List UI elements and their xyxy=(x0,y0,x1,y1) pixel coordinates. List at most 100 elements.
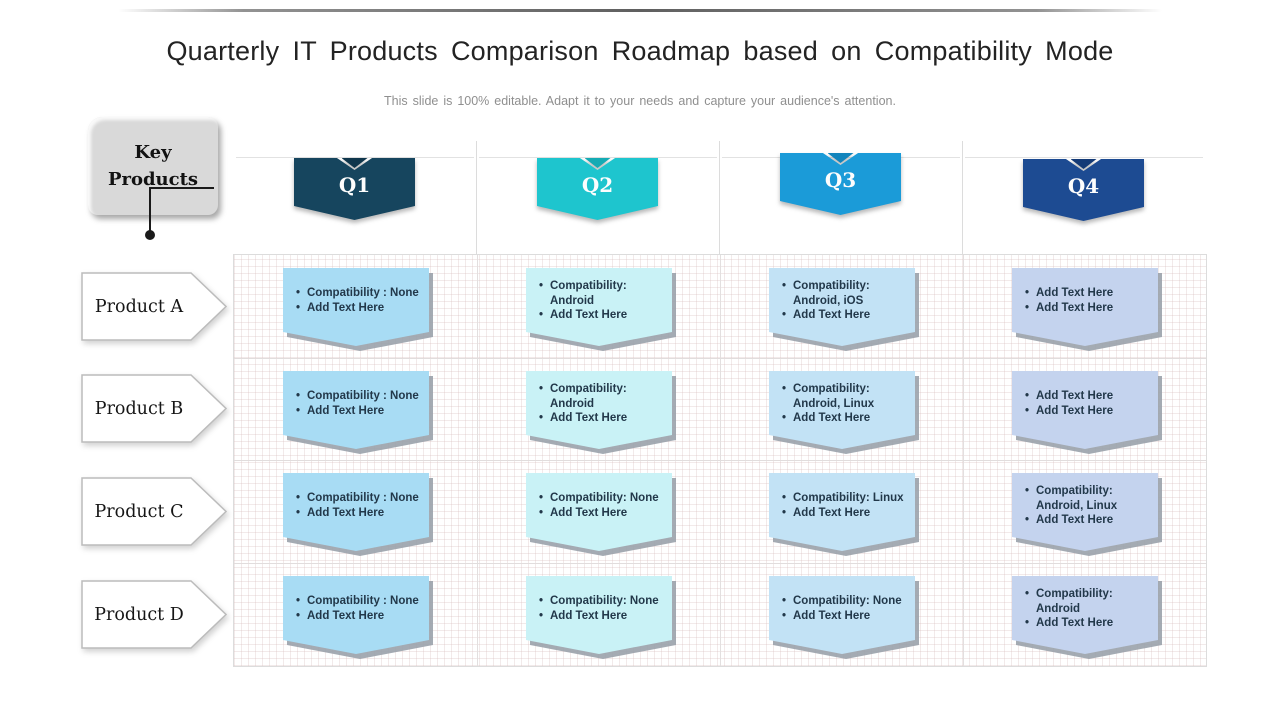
cell-product-b-q2: •Compatibility: Android• Add Text Here xyxy=(526,371,676,454)
cell-bullet-item: • Add Text Here xyxy=(296,301,423,316)
cell-bullet-text: Add Text Here xyxy=(307,507,385,519)
bullet-icon: • xyxy=(296,287,301,300)
cell-banner-shape: •Compatibility : None•Add Text Here xyxy=(283,371,429,449)
key-products-connector-dot xyxy=(145,230,155,240)
key-products-box: Key Products xyxy=(88,117,218,215)
cell-bullet-text: Compatibility: None xyxy=(550,595,659,608)
comparison-table: •Compatibility : None•Add Text Here•Comp… xyxy=(233,254,1207,667)
bullet-icon: • xyxy=(1025,405,1030,417)
bullet-icon: • xyxy=(296,610,301,622)
banner-ribbon-tip xyxy=(827,153,854,163)
bullet-icon: • xyxy=(296,405,301,417)
bullet-icon: • xyxy=(782,507,787,519)
quarter-banner-q2: Q2 xyxy=(537,158,658,220)
cell-product-a-q1: • Compatibility : None • Add Text Here xyxy=(283,268,433,351)
product-label: Product A xyxy=(94,296,184,317)
quarter-banner-q1: Q1 xyxy=(294,158,415,220)
cell-banner-shape: •Compatibility: Android• Add Text Here xyxy=(526,371,672,449)
cell-banner-shape: •Compatibility : None• Add Text Here xyxy=(283,473,429,551)
product-label: Product D xyxy=(94,604,184,625)
cell-bullet-item: •Add Text Here xyxy=(782,411,909,426)
cell-bullet-text: Compatibility: Linux xyxy=(793,492,904,505)
table-grid-hline xyxy=(234,460,1206,461)
cell-bullet-text: Add Text Here xyxy=(1036,302,1114,314)
cell-bullet-item: •Add Text Here xyxy=(782,609,909,624)
cell-bullet-item: •Add Text Here xyxy=(539,308,666,323)
cell-bullet-item: • Add Text Here xyxy=(539,411,666,426)
bullet-icon: • xyxy=(1025,485,1030,498)
bullet-icon: • xyxy=(1025,287,1030,300)
cell-bullet-text: Compatibility : None xyxy=(307,595,419,608)
header-shelf-line xyxy=(965,157,1203,158)
cell-product-b-q3: • Compatibility: Android, Linux•Add Text … xyxy=(769,371,919,454)
bullet-icon: • xyxy=(539,507,544,519)
cell-bullet-text: Compatibility: Android, iOS xyxy=(793,280,870,307)
arrow-shape xyxy=(81,580,227,649)
cell-banner-shape: • Compatibility : None • Add Text Here xyxy=(283,268,429,346)
bullet-icon: • xyxy=(782,610,787,622)
cell-bullet-item: •Compatibility: None xyxy=(782,594,909,609)
cell-bullet-item: •Compatibility : None xyxy=(296,491,423,506)
cell-bullet-text: Compatibility : None xyxy=(307,287,419,300)
cell-bullet-text: Add Text Here xyxy=(550,412,628,425)
quarter-label: Q4 xyxy=(1067,174,1100,198)
cell-product-c-q4: •Compatibility: Android, Linux•Add Text … xyxy=(1012,473,1162,556)
quarter-label: Q3 xyxy=(824,168,857,192)
cell-bullet-item: •Compatibility : None xyxy=(296,389,423,404)
cell-bullet-item: •Add Text Here xyxy=(1025,404,1152,419)
bullet-icon: • xyxy=(782,280,787,293)
cell-bullet-text: Add Text Here xyxy=(793,507,871,519)
row-label-product-a: Product A xyxy=(81,272,227,341)
cell-banner-shape: •Compatibility: Android•Add Text Here xyxy=(526,268,672,346)
cell-product-d-q3: •Compatibility: None•Add Text Here xyxy=(769,576,919,659)
bullet-icon: • xyxy=(539,412,544,425)
cell-bullet-text: Add Text Here xyxy=(550,309,628,322)
cell-product-a-q2: •Compatibility: Android•Add Text Here xyxy=(526,268,676,351)
header-shelf-line xyxy=(479,157,717,158)
cell-banner-shape: •Compatibility: None•Add Text Here xyxy=(526,576,672,654)
cell-bullet-text: Add Text Here xyxy=(307,610,385,622)
key-products-connector-line xyxy=(149,187,151,234)
bullet-icon: • xyxy=(1025,302,1030,314)
cell-banner-shape: •Compatibility : None•Add Text Here xyxy=(283,576,429,654)
cell-product-c-q1: •Compatibility : None• Add Text Here xyxy=(283,473,433,556)
cell-bullet-text: Add Text Here xyxy=(307,302,385,314)
quarter-banner-q4: Q4 xyxy=(1023,159,1144,221)
bullet-icon: • xyxy=(782,492,787,505)
arrow-shape xyxy=(81,272,227,341)
cell-bullet-item: •Add Text Here xyxy=(782,308,909,323)
cell-bullet-item: •Add Text Here xyxy=(539,506,666,521)
cell-product-c-q2: •Compatibility: None•Add Text Here xyxy=(526,473,676,556)
bullet-icon: • xyxy=(539,280,544,293)
cell-bullet-text: Compatibility : None xyxy=(307,390,419,403)
cell-bullet-text: Compatibility: Android, Linux xyxy=(793,383,875,410)
cell-banner-shape: • Compatibility: Linux • Add Text Here xyxy=(769,473,915,551)
bullet-icon: • xyxy=(782,383,787,396)
cell-banner-shape: • Compatibility: Android, Linux•Add Text … xyxy=(769,371,915,449)
cell-banner-shape: • Compatibility: Android, iOS•Add Text He… xyxy=(769,268,915,346)
bullet-icon: • xyxy=(1025,617,1030,630)
cell-bullet-item: • Compatibility: Android, iOS xyxy=(782,279,909,308)
bullet-icon: • xyxy=(1025,390,1030,403)
bullet-icon: • xyxy=(782,309,787,322)
bullet-icon: • xyxy=(1025,514,1030,527)
arrow-shape xyxy=(81,477,227,546)
bullet-icon: • xyxy=(539,595,544,608)
cell-product-b-q4: •Add Text Here•Add Text Here xyxy=(1012,371,1162,454)
column-divider-line xyxy=(719,141,720,254)
cell-product-a-q4: • Add Text Here • Add Text Here xyxy=(1012,268,1162,351)
cell-bullet-text: Add Text Here xyxy=(1036,287,1114,300)
cell-bullet-item: • Compatibility: None xyxy=(539,594,666,609)
cell-bullet-item: •Add Text Here xyxy=(296,404,423,419)
cell-product-d-q1: •Compatibility : None•Add Text Here xyxy=(283,576,433,659)
bullet-icon: • xyxy=(782,412,787,425)
cell-product-d-q4: •Compatibility: Android•Add Text Here xyxy=(1012,576,1162,659)
quarter-label: Q2 xyxy=(581,173,614,197)
row-label-product-d: Product D xyxy=(81,580,227,649)
bullet-icon: • xyxy=(296,492,301,505)
banner-ribbon-tip xyxy=(584,158,611,168)
cell-bullet-item: •Compatibility: Android xyxy=(539,382,666,411)
bullet-icon: • xyxy=(296,302,301,314)
column-divider-line xyxy=(476,141,477,254)
